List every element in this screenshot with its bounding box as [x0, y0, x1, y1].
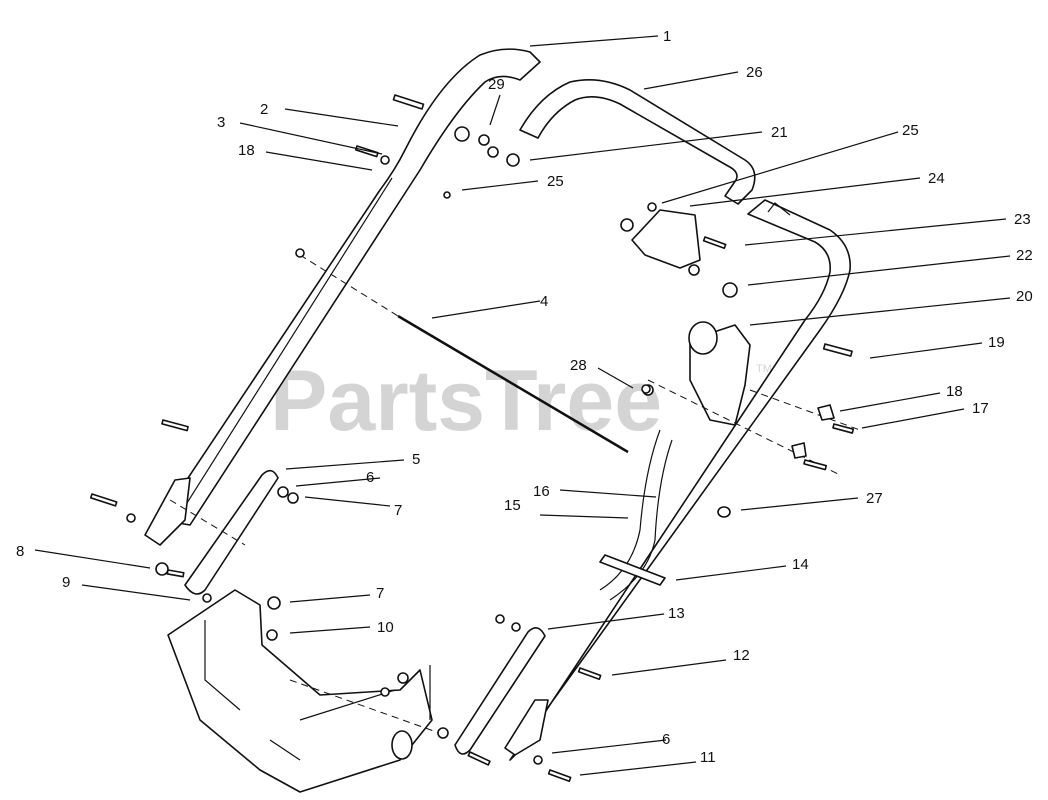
callout-1: 1 [663, 28, 671, 45]
control-rod [397, 314, 629, 454]
cable-16 [599, 429, 661, 591]
callout-18-right: 18 [946, 383, 963, 400]
callout-29: 29 [488, 76, 505, 93]
callout-28: 28 [570, 357, 587, 374]
upper-handle [509, 79, 851, 761]
callout-14: 14 [792, 556, 809, 573]
callout-12: 12 [733, 647, 750, 664]
callout-4: 4 [540, 293, 548, 310]
right-link-arm [454, 627, 546, 755]
deck-housing [167, 589, 433, 793]
callout-15: 15 [504, 497, 521, 514]
callout-leaders [34, 35, 1011, 776]
callout-24: 24 [928, 170, 945, 187]
callout-9: 9 [62, 574, 70, 591]
callout-19: 19 [988, 334, 1005, 351]
callout-16: 16 [533, 483, 550, 500]
watermark-trademark: TM [756, 363, 772, 375]
callout-23: 23 [1014, 211, 1031, 228]
callout-25-left: 25 [547, 173, 564, 190]
left-link-arm [184, 469, 279, 595]
callout-21: 21 [771, 124, 788, 141]
watermark-text: PartsTree [270, 353, 662, 449]
callout-10: 10 [377, 619, 394, 636]
callout-18-left: 18 [238, 142, 255, 159]
callout-11: 11 [700, 749, 716, 766]
callout-27: 27 [866, 490, 883, 507]
callout-2: 2 [260, 101, 268, 118]
cable-tie [599, 554, 666, 586]
callout-26: 26 [746, 64, 763, 81]
callout-20: 20 [1016, 288, 1033, 305]
callouts: 1 2 3 4 5 6 6 7 7 8 9 10 11 12 13 14 15 … [16, 28, 1033, 766]
callout-5: 5 [412, 451, 420, 468]
callout-22: 22 [1016, 247, 1033, 264]
callout-17: 17 [972, 400, 989, 417]
callout-3: 3 [217, 114, 225, 131]
callout-8: 8 [16, 543, 24, 560]
cable-15 [609, 439, 673, 601]
callout-25-right: 25 [902, 122, 919, 139]
trigger-plate [631, 209, 701, 269]
callout-6-lower: 6 [662, 731, 670, 748]
hardware [89, 94, 855, 783]
lower-handle [159, 48, 541, 526]
callout-6-upper: 6 [366, 469, 374, 486]
callout-7-lower: 7 [376, 585, 384, 602]
callout-7-upper: 7 [394, 502, 402, 519]
callout-13: 13 [668, 605, 685, 622]
